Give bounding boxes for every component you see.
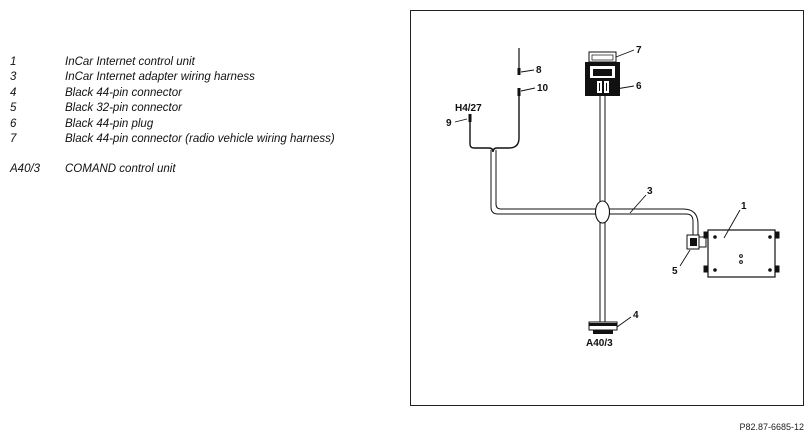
callout-1: 1 [741,201,747,212]
connector-7 [588,51,617,63]
harness-horizontal-trunk [490,150,699,236]
connector-5 [686,234,707,250]
callout-7: 7 [636,45,642,56]
legend-key: 3 [10,71,17,84]
connector-4 [588,321,618,334]
legend-description: InCar Internet adapter wiring harness [65,71,255,84]
harness-junction [594,200,611,224]
pin-8 [517,48,521,75]
legend-description: InCar Internet control unit [65,56,195,68]
callout-9: 9 [446,118,452,129]
legend-key: 4 [10,86,17,99]
figure-reference-code: P82.87-6685-12 [739,422,804,432]
callout-5: 5 [672,266,678,277]
plug-6 [585,62,620,96]
callout-4: 4 [633,310,639,321]
callout-8: 8 [536,65,542,76]
callout-10: 10 [537,83,549,94]
label-h4-27: H4/27 [455,103,482,114]
legend-key: 5 [10,102,17,115]
legend-description: Black 32-pin connector [65,102,182,115]
legend-key: 7 [10,132,17,145]
legend-key: 1 [10,56,17,68]
legend-description: COMAND control unit [65,163,176,176]
control-unit-1 [703,229,780,278]
legend-key: 6 [10,117,17,130]
pin-10 [517,88,521,96]
leader-lines [454,49,741,328]
pin-9 [468,114,472,122]
label-a40-3: A40/3 [586,338,613,349]
legend-description: Black 44-pin plug [65,117,154,130]
legend-key: A40/3 [10,163,41,176]
callout-3: 3 [647,186,653,197]
diagram-frame [410,10,804,406]
legend-description: Black 44-pin connector (radio vehicle wi… [65,132,335,145]
legend-description: Black 44-pin connector [65,86,182,99]
harness-branch-h4-27 [469,93,520,153]
callout-6: 6 [636,81,642,92]
